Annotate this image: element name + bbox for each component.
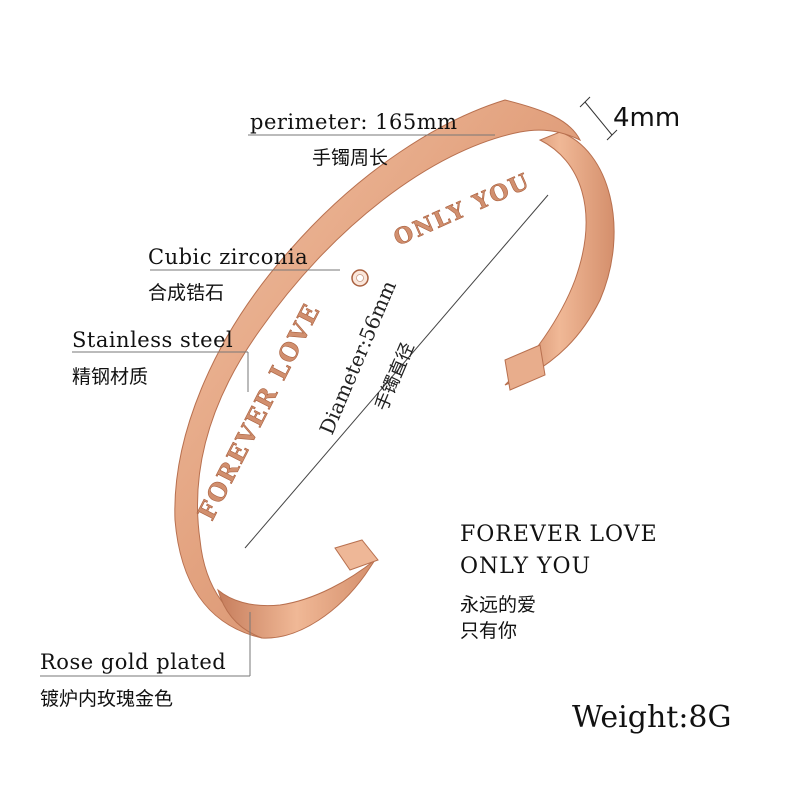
bracelet-lower-band: [217, 559, 376, 639]
bracelet-right-end: [504, 344, 546, 391]
plating-label-zh: 镀炉内玫瑰金色: [40, 688, 174, 710]
perimeter-label-zh: 手镯周长: [312, 147, 389, 169]
bracelet-back-band: [504, 131, 615, 386]
steel-label-zh: 精钢材质: [72, 366, 149, 388]
zirconia-label-zh: 合成锆石: [148, 282, 225, 304]
motto-line2: ONLY YOU: [460, 554, 592, 579]
width-label: 4mm: [613, 103, 681, 133]
perimeter-label: perimeter: 165mm: [250, 110, 458, 134]
weight-label: Weight:8G: [572, 700, 732, 735]
engraving-part2: ONLY YOU: [390, 168, 535, 251]
width-mark-line: [584, 101, 613, 136]
motto-line1: FOREVER LOVE: [460, 522, 658, 547]
plating-label: Rose gold plated: [40, 650, 227, 674]
zirconia-label: Cubic zirconia: [148, 245, 309, 269]
motto-zh1: 永远的爱: [460, 594, 537, 616]
steel-label: Stainless steel: [72, 328, 234, 352]
bracelet-front-band: [174, 99, 582, 639]
diameter-label-zh: 手镯直径: [371, 339, 418, 413]
bracelet-left-end: [334, 539, 379, 571]
diameter-line: [244, 194, 549, 549]
motto-zh2: 只有你: [460, 620, 518, 642]
